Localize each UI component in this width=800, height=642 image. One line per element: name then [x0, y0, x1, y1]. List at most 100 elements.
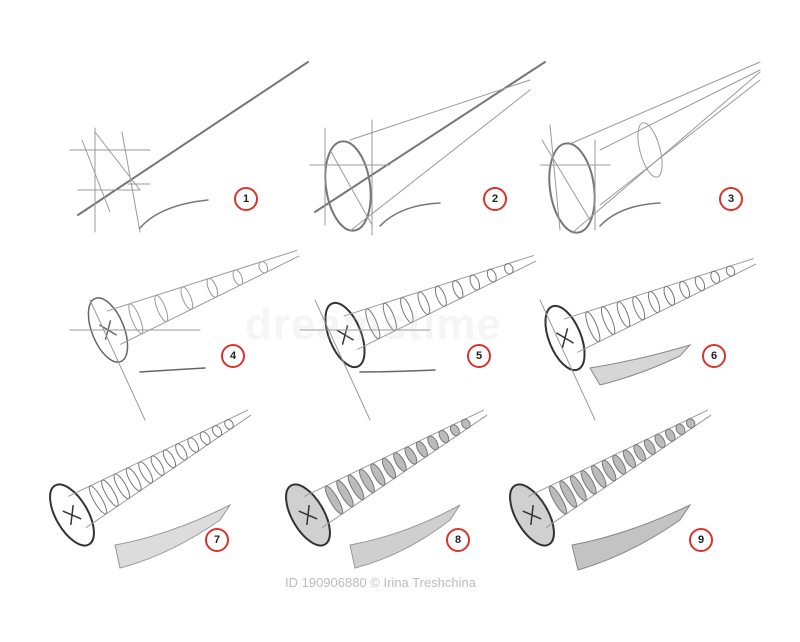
- shadow-stroke: [139, 367, 206, 373]
- thread-turn: [452, 280, 464, 299]
- thread-turn: [324, 485, 344, 515]
- ellipse-guide: [637, 122, 663, 178]
- thread-turn: [101, 479, 119, 507]
- step-badge-6: 6: [702, 344, 726, 368]
- thread-turn: [400, 297, 414, 323]
- step-badge-7: 7: [205, 528, 229, 552]
- thread-turn: [381, 457, 397, 479]
- construction-line: [81, 139, 111, 213]
- construction-line: [121, 131, 141, 233]
- screw-sketch: [324, 254, 537, 369]
- body-edge: [106, 249, 298, 312]
- thread-turn: [370, 463, 386, 486]
- step-badge-4: 4: [221, 344, 245, 368]
- construction-line: [349, 79, 531, 141]
- thread-turn: [358, 468, 375, 494]
- sketch-stroke: [139, 199, 209, 229]
- ellipse-guide: [324, 140, 372, 232]
- body-edge: [357, 260, 537, 350]
- body-edge: [343, 254, 535, 317]
- thread-turn: [654, 433, 666, 449]
- construction-line: [549, 124, 561, 231]
- cast-shadow: [589, 344, 692, 386]
- thread-turn: [138, 461, 154, 484]
- thread-turn: [504, 263, 514, 275]
- construction-line: [599, 79, 761, 206]
- body-edge: [85, 414, 252, 529]
- screw-head: [324, 301, 366, 369]
- construction-line: [94, 131, 141, 191]
- thread-turn: [336, 479, 354, 508]
- thread-turn: [113, 473, 131, 500]
- axis-line: [314, 61, 546, 213]
- shadow-stroke: [359, 369, 436, 373]
- body-edge: [563, 257, 755, 320]
- thread-turn: [180, 286, 194, 310]
- sketch-stroke: [599, 202, 661, 227]
- watermark: dreamstime: [245, 300, 503, 349]
- thread-turn: [128, 303, 144, 335]
- thread-turn: [125, 467, 142, 492]
- thread-turn: [580, 470, 597, 495]
- thread-turn: [486, 268, 497, 283]
- thread-turn: [548, 485, 568, 515]
- step-badge-2: 2: [483, 187, 507, 211]
- thread-turn: [633, 444, 646, 462]
- thread-turn: [569, 475, 587, 502]
- thread-turn: [434, 285, 447, 307]
- thread-turn: [187, 437, 200, 453]
- axis-line: [77, 61, 309, 216]
- thread-turn: [393, 452, 407, 472]
- thread-turn: [664, 428, 676, 442]
- cast-shadow: [114, 503, 232, 569]
- thread-turn: [591, 464, 607, 488]
- thread-turn: [154, 294, 169, 323]
- thread-turn: [679, 280, 691, 299]
- thread-turn: [150, 455, 165, 476]
- screw-head: [87, 297, 129, 363]
- cast-shadow: [349, 504, 461, 569]
- construction-line: [329, 149, 373, 226]
- construction-line: [314, 299, 371, 421]
- body-edge: [67, 409, 249, 497]
- screw-sketch: [544, 257, 757, 372]
- thread-turn: [725, 265, 736, 277]
- thread-turn: [675, 423, 686, 436]
- construction-line: [571, 71, 761, 234]
- thread-turn: [224, 419, 234, 430]
- thread-turn: [175, 443, 188, 461]
- step-badge-9: 9: [689, 528, 713, 552]
- screw-head: [49, 483, 95, 547]
- construction-line: [541, 139, 591, 221]
- thread-turn: [643, 439, 656, 455]
- thread-turn: [600, 306, 616, 335]
- cast-shadow: [571, 503, 692, 571]
- thread-turn: [415, 441, 428, 458]
- thread-turn: [211, 425, 223, 438]
- thread-turn: [616, 301, 631, 328]
- phillips-cross: [62, 504, 82, 526]
- thread-turn: [559, 480, 578, 508]
- phillips-cross: [298, 504, 318, 526]
- thread-turn: [461, 418, 471, 430]
- screw-sketch: [285, 409, 488, 547]
- thread-turn: [206, 277, 219, 298]
- phillips-cross: [556, 328, 574, 348]
- ellipse-guide: [548, 142, 596, 234]
- thread-turn: [622, 449, 637, 469]
- screw-sketch: [509, 409, 712, 547]
- body-edge: [577, 263, 757, 353]
- thread-turn: [347, 474, 365, 501]
- thread-turn: [469, 274, 481, 291]
- thread-turn: [417, 291, 431, 315]
- thread-turn: [232, 269, 244, 286]
- thread-turn: [88, 485, 108, 515]
- construction-line: [349, 89, 531, 232]
- thread-turn: [162, 449, 177, 469]
- construction-line: [89, 299, 146, 421]
- thread-turn: [663, 285, 676, 306]
- step-badge-5: 5: [467, 344, 491, 368]
- watermark-id: ID 190906880 © Irina Treshchina: [285, 575, 476, 590]
